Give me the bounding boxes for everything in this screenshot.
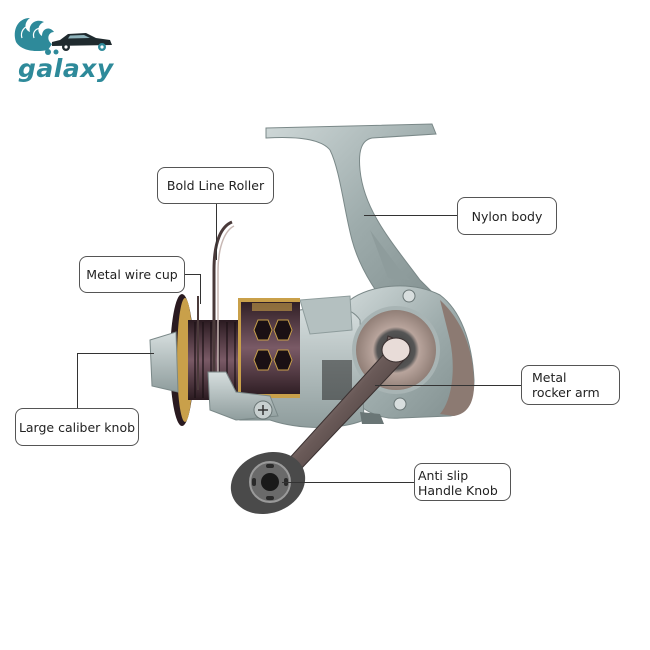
leader-line-nylon-body	[364, 215, 458, 216]
callout-bold-line-roller: Bold Line Roller	[157, 167, 274, 204]
callout-metal-wire-cup: Metal wire cup	[79, 256, 185, 293]
leader-line-large-caliber-knob	[77, 353, 154, 354]
brand-name: galaxy	[18, 54, 114, 83]
callout-text: Anti slip Handle Knob	[418, 468, 498, 498]
callout-text: Metal rocker arm	[532, 370, 600, 400]
callout-text: Large caliber knob	[18, 419, 136, 435]
leader-line-large-caliber-knob-vertical	[77, 353, 78, 408]
callout-text: Bold Line Roller	[166, 178, 265, 193]
brand-logo	[8, 12, 118, 92]
leader-line-bold-line-roller	[216, 204, 217, 260]
callout-text: Nylon body	[471, 208, 543, 224]
leader-line-metal-rocker-arm	[375, 385, 522, 386]
callout-nylon-body: Nylon body	[457, 197, 557, 235]
leader-line-anti-slip-handle-knob	[282, 482, 415, 483]
callout-text: Metal wire cup	[86, 267, 178, 282]
callout-metal-rocker-arm: Metal rocker arm	[521, 365, 620, 405]
wave-car-icon	[14, 18, 112, 55]
callout-anti-slip-handle-knob: Anti slip Handle Knob	[414, 463, 511, 501]
leader-line-metal-wire-cup	[185, 274, 200, 275]
leader-line-metal-wire-cup-vertical	[200, 274, 201, 304]
callout-large-caliber-knob: Large caliber knob	[15, 408, 139, 446]
